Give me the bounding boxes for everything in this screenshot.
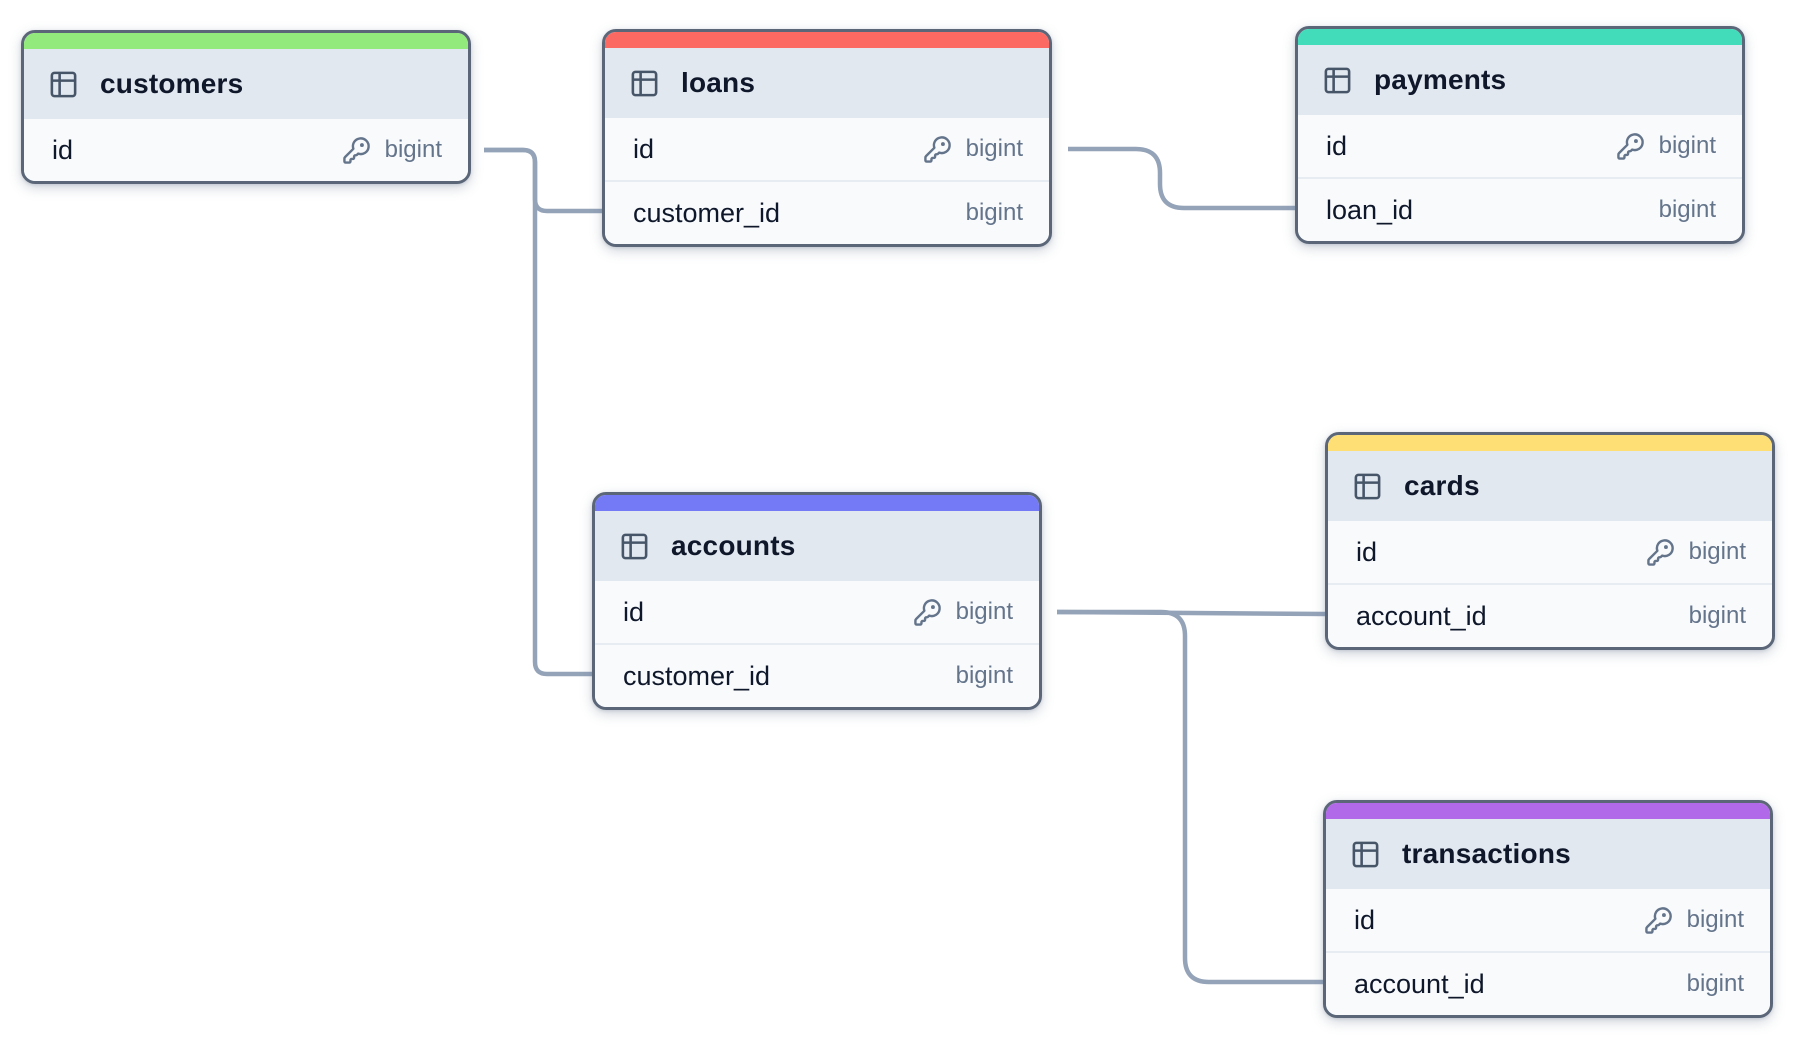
table-name: transactions: [1402, 838, 1571, 869]
primary-key-icon: [1644, 906, 1672, 934]
field-type: bigint: [955, 662, 1013, 689]
table-transactions[interactable]: transactions id bigint account_id bigint: [1323, 800, 1773, 1018]
accent-bar: [595, 495, 1039, 511]
field-type: bigint: [1688, 602, 1746, 629]
field-type: bigint: [1688, 538, 1746, 565]
primary-key-icon: [1646, 538, 1674, 566]
edge-loans-payments[interactable]: [1068, 146, 1295, 211]
primary-key-icon: [1616, 132, 1644, 160]
field-type: bigint: [1658, 196, 1716, 223]
field-row[interactable]: loan_id bigint: [1298, 177, 1742, 241]
field-type: bigint: [1686, 970, 1744, 997]
field-name: account_id: [1354, 968, 1485, 999]
accent-bar: [1298, 29, 1742, 45]
table-header: payments: [1298, 45, 1742, 115]
field-row[interactable]: id bigint: [595, 581, 1039, 643]
accent-bar: [605, 32, 1049, 48]
field-type: bigint: [1658, 132, 1716, 159]
table-name: loans: [681, 67, 756, 98]
table-icon: [621, 533, 648, 559]
table-loans[interactable]: loans id bigint customer_id bigint: [602, 29, 1052, 247]
field-name: id: [1326, 130, 1348, 161]
edge-customers-loans[interactable]: [484, 147, 602, 214]
field-name: id: [1354, 904, 1376, 935]
field-row[interactable]: id bigint: [1328, 521, 1772, 583]
field-name: id: [623, 596, 645, 627]
table-header: cards: [1328, 451, 1772, 521]
table-header: transactions: [1326, 819, 1770, 889]
edge-accounts-transactions[interactable]: [1057, 609, 1323, 985]
table-header: accounts: [595, 511, 1039, 581]
field-name: customer_id: [623, 660, 771, 691]
edge-customers-accounts[interactable]: [484, 147, 592, 677]
table-name: accounts: [671, 530, 796, 561]
field-type: bigint: [1686, 906, 1744, 933]
table-icon: [1324, 67, 1351, 93]
field-name: customer_id: [633, 197, 781, 228]
field-type: bigint: [384, 136, 442, 163]
table-header: loans: [605, 48, 1049, 118]
table-icon: [50, 71, 77, 97]
field-type: bigint: [965, 199, 1023, 226]
field-name: id: [52, 134, 74, 165]
table-icon: [631, 70, 658, 96]
field-name: id: [1356, 536, 1378, 567]
field-row[interactable]: id bigint: [24, 119, 468, 181]
field-name: loan_id: [1326, 194, 1414, 225]
field-row[interactable]: account_id bigint: [1328, 583, 1772, 647]
table-icon: [1354, 473, 1381, 499]
field-row[interactable]: customer_id bigint: [595, 643, 1039, 707]
table-name: cards: [1404, 470, 1480, 501]
field-row[interactable]: customer_id bigint: [605, 180, 1049, 244]
table-cards[interactable]: cards id bigint account_id bigint: [1325, 432, 1775, 650]
table-name: customers: [100, 68, 244, 99]
primary-key-icon: [913, 598, 941, 626]
field-row[interactable]: account_id bigint: [1326, 951, 1770, 1015]
table-payments[interactable]: payments id bigint loan_id bigint: [1295, 26, 1745, 244]
field-row[interactable]: id bigint: [1298, 115, 1742, 177]
field-type: bigint: [965, 135, 1023, 162]
accent-bar: [24, 33, 468, 49]
primary-key-icon: [923, 135, 951, 163]
field-type: bigint: [955, 598, 1013, 625]
field-name: id: [633, 133, 655, 164]
table-accounts[interactable]: accounts id bigint customer_id bigint: [592, 492, 1042, 710]
table-name: payments: [1374, 64, 1507, 95]
field-row[interactable]: id bigint: [1326, 889, 1770, 951]
field-row[interactable]: id bigint: [605, 118, 1049, 180]
table-icon: [1352, 841, 1379, 867]
accent-bar: [1328, 435, 1772, 451]
table-header: customers: [24, 49, 468, 119]
field-name: account_id: [1356, 600, 1487, 631]
accent-bar: [1326, 803, 1770, 819]
primary-key-icon: [342, 136, 370, 164]
table-customers[interactable]: customers id bigint: [21, 30, 471, 184]
